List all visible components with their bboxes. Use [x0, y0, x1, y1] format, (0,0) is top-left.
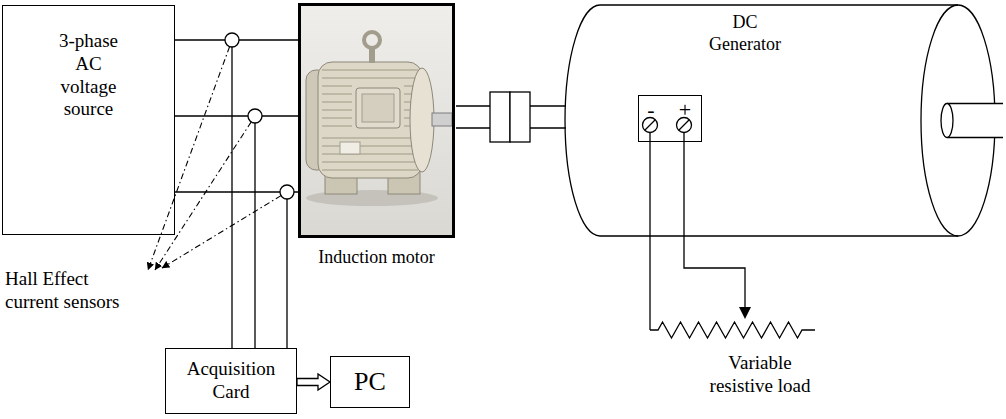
cylinder-side: [565, 5, 958, 236]
cooling-fin: [322, 85, 352, 87]
load-wire: [684, 133, 745, 308]
node-text: Acquisition Card: [181, 358, 281, 404]
node-text: Induction motor: [241, 247, 512, 269]
cooling-fin: [322, 117, 352, 119]
node-text: DC Generator: [700, 12, 790, 55]
shaft-line: [456, 127, 490, 128]
sensor-wire: [286, 199, 287, 348]
node-text: PC: [354, 366, 386, 397]
sensor-wire: [254, 123, 255, 348]
eyebolt-ring: [364, 32, 380, 48]
load-label: Variable resistive load: [700, 352, 820, 398]
wiper-arrowhead: [739, 307, 751, 319]
shaft-line: [530, 105, 566, 106]
current-sensor: [248, 109, 262, 123]
shaft-stub-fill: [947, 104, 1004, 138]
source-box: 3-phase AC voltage source: [2, 5, 175, 235]
text-slot: 3-phase AC voltage source: [3, 30, 174, 121]
cooling-fin: [322, 125, 352, 127]
cooling-fins: [322, 70, 418, 170]
cooling-fin: [322, 153, 418, 155]
leader-line: [162, 196, 281, 268]
current-sensor: [225, 33, 239, 47]
leader-line: [148, 47, 230, 270]
shaft-line: [530, 127, 566, 128]
terminal-cover: [362, 94, 394, 122]
data-arrow: [297, 374, 330, 390]
load-wire: [649, 133, 650, 330]
motor-frame: Induction motor: [298, 3, 455, 238]
shaft-stub: [947, 104, 1003, 138]
shaft-coupling: [456, 92, 566, 142]
shaft-stub-end: [941, 104, 953, 138]
label-text: Variable resistive load: [700, 352, 820, 398]
acquisition-box: Acquisition Card: [165, 348, 297, 414]
name-plate: [340, 142, 360, 154]
sensor-wire: [231, 47, 232, 348]
text-slot: Induction motor: [241, 247, 512, 269]
node-text: -: [637, 97, 665, 123]
label-text: Hall Effect current sensors: [5, 268, 135, 314]
coupling-half: [510, 92, 530, 142]
cooling-fin: [322, 161, 418, 163]
generator-outline: [563, 4, 1004, 237]
current-sensor: [280, 185, 294, 199]
photo-background: [299, 4, 454, 237]
generator-body: DC Generator -+: [563, 4, 1004, 237]
text-slot: +: [671, 97, 699, 123]
text-slot: DC Generator: [700, 12, 790, 55]
cooling-fin: [322, 109, 352, 111]
pc-box: PC: [330, 356, 410, 408]
motor-terminal-box: [356, 88, 400, 128]
sensor-label: Hall Effect current sensors: [5, 268, 135, 314]
cooling-fin: [322, 169, 418, 171]
end-bell: [410, 68, 434, 172]
motor-shaft: [432, 113, 452, 126]
node-text: +: [671, 97, 699, 123]
cooling-fin: [322, 77, 418, 79]
text-slot: Acquisition Card: [166, 349, 296, 413]
cooling-fin: [322, 145, 418, 147]
eyebolt-stem: [369, 48, 375, 63]
text-slot: PC: [331, 357, 409, 407]
node-text: 3-phase AC voltage source: [50, 30, 128, 121]
shaft-line: [456, 105, 490, 106]
supply-wire: [175, 115, 298, 116]
coupling-half: [490, 92, 510, 142]
cooling-fin: [322, 69, 418, 71]
cooling-fin: [322, 137, 418, 139]
cooling-fin: [322, 93, 352, 95]
cooling-fin: [322, 101, 352, 103]
sensor-leaders: [148, 47, 281, 270]
leader-line: [155, 122, 251, 270]
text-slot: -: [637, 97, 665, 123]
terminal-box: -+: [638, 95, 702, 142]
resistor-symbol: [650, 322, 815, 338]
motor-housing: [318, 62, 422, 178]
